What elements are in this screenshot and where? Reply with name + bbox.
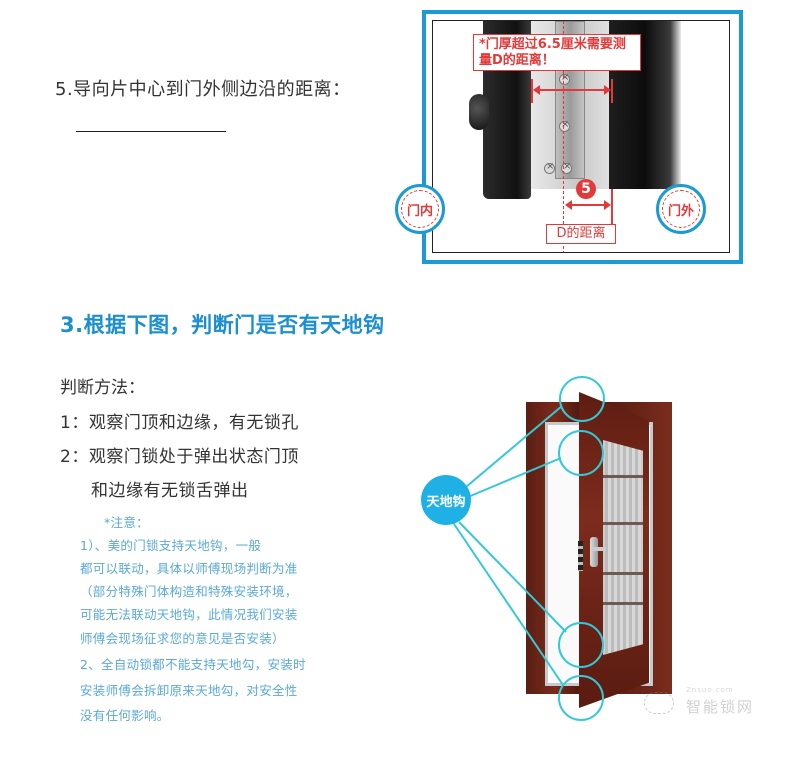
note-line: 师傅会现场征求您的意见是否安装） bbox=[80, 631, 285, 646]
watermark-sub: Znsuo.com bbox=[686, 686, 734, 694]
screw-icon bbox=[544, 161, 555, 174]
highlight-circle-lower-edge bbox=[558, 622, 604, 668]
note-line: 2、全自动锁都不能支持天地勾，安装时 bbox=[80, 657, 306, 672]
center-dashed-line bbox=[563, 21, 564, 252]
measure-tick-left bbox=[531, 79, 533, 103]
note-line: 安装师傅会拆卸原来天地勾，对安全性 bbox=[80, 683, 298, 698]
glass-bar bbox=[603, 522, 643, 525]
inside-door-badge: 门内 bbox=[395, 184, 445, 234]
outside-door-badge: 门外 bbox=[656, 184, 706, 234]
door-glass-panel bbox=[603, 440, 643, 655]
note-line: 没有任何影响。 bbox=[80, 708, 170, 723]
outside-door-label: 门外 bbox=[667, 203, 694, 219]
screw-icon bbox=[559, 119, 570, 132]
door-handle bbox=[590, 537, 598, 567]
method-item-2-cont: 和边缘有无锁舌弹出 bbox=[91, 481, 249, 501]
note-line: 可能无法联动天地钩，此情况我们安装 bbox=[80, 607, 298, 622]
note-line: 都可以联动，具体以师傅现场判断为准 bbox=[80, 561, 298, 576]
tiandi-hook-callout: 天地钩 bbox=[421, 475, 471, 525]
d-measure-tick bbox=[611, 189, 613, 234]
glass-bar bbox=[603, 572, 643, 575]
lock-diagram-image: *门厚超过6.5厘米需要测量D的距离！ 5 D的距离 bbox=[432, 20, 730, 253]
note-title: *注意： bbox=[104, 515, 149, 530]
highlight-circle-bottom bbox=[558, 675, 604, 721]
lock-knob bbox=[469, 94, 489, 130]
screw-icon bbox=[561, 161, 572, 174]
highlight-circle-top bbox=[559, 376, 605, 422]
watermark: Znsuo.com 智能锁网 bbox=[640, 686, 770, 720]
question-5-label: 5.导向片中心到门外侧边沿的距离： bbox=[55, 79, 351, 100]
cloud-logo-icon bbox=[644, 692, 674, 714]
answer-blank-line bbox=[76, 131, 226, 132]
glass-bar bbox=[603, 602, 643, 605]
method-heading: 判断方法： bbox=[60, 378, 145, 398]
method-item-2: 2：观察门锁处于弹出状态门顶 bbox=[60, 447, 299, 467]
watermark-text: 智能锁网 bbox=[686, 698, 755, 716]
screw-icon bbox=[559, 72, 570, 85]
method-item-1: 1：观察门顶和边缘，有无锁孔 bbox=[60, 413, 299, 433]
glass-bar bbox=[603, 475, 643, 478]
measure-tick-right bbox=[611, 79, 613, 103]
note-line: （部分特殊门体构造和特殊安装环境， bbox=[80, 584, 298, 599]
highlight-circle-upper-edge bbox=[558, 430, 604, 476]
d-distance-arrow bbox=[565, 200, 611, 210]
step-number-badge: 5 bbox=[576, 179, 596, 199]
door-thickness-arrow bbox=[533, 85, 611, 95]
note-line: 1）、美的门锁支持天地钩，一般 bbox=[80, 538, 262, 553]
section-title: 3.根据下图，判断门是否有天地钩 bbox=[60, 313, 385, 337]
door-lock-holes bbox=[578, 541, 583, 571]
inside-door-label: 门内 bbox=[406, 203, 433, 219]
d-distance-label: D的距离 bbox=[546, 224, 616, 244]
door-thickness-warning: *门厚超过6.5厘米需要测量D的距离！ bbox=[473, 34, 641, 71]
door-handle-lever bbox=[592, 547, 606, 551]
